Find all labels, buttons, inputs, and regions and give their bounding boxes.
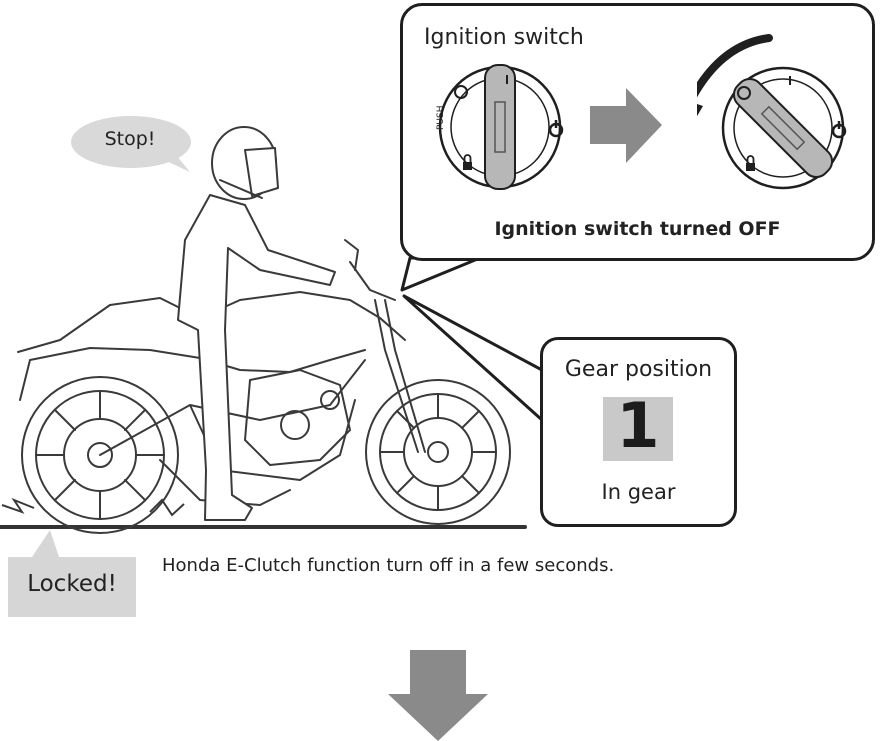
gear-state-label: In gear — [601, 480, 676, 504]
ignition-callout-tail — [400, 256, 482, 292]
off-mark — [454, 85, 468, 99]
ignition-switch-title: Ignition switch — [424, 25, 584, 50]
lock-icon — [463, 162, 472, 170]
push-label: PUSH — [436, 106, 446, 131]
gear-number-box — [603, 397, 673, 461]
ignition-switch-on-position: PUSH — [436, 64, 564, 190]
handlebar — [349, 261, 396, 301]
front-fork — [384, 299, 426, 453]
rider — [177, 126, 336, 521]
stop-text: Stop! — [104, 128, 156, 150]
locked-label: Locked! — [27, 571, 117, 597]
locked-box-tail — [30, 530, 60, 560]
engine — [244, 369, 351, 466]
gear-number: 1 — [616, 389, 660, 462]
down-arrow-icon — [388, 650, 488, 741]
front-wheel — [365, 379, 511, 525]
stop-speech-bubble — [71, 116, 191, 168]
ignition-off-caption: Ignition switch turned OFF — [494, 218, 781, 240]
impact-marks — [1, 497, 185, 517]
e-clutch-info-text: Honda E-Clutch function turn off in a fe… — [162, 555, 615, 576]
rear-wheel — [21, 376, 179, 534]
locked-label-box — [8, 557, 136, 617]
rotation-arrow — [697, 34, 773, 98]
gear-callout-tail — [402, 294, 544, 422]
ignition-switch-off-position — [697, 34, 847, 190]
gear-position-title: Gear position — [564, 357, 713, 382]
right-arrow-icon — [590, 88, 662, 163]
